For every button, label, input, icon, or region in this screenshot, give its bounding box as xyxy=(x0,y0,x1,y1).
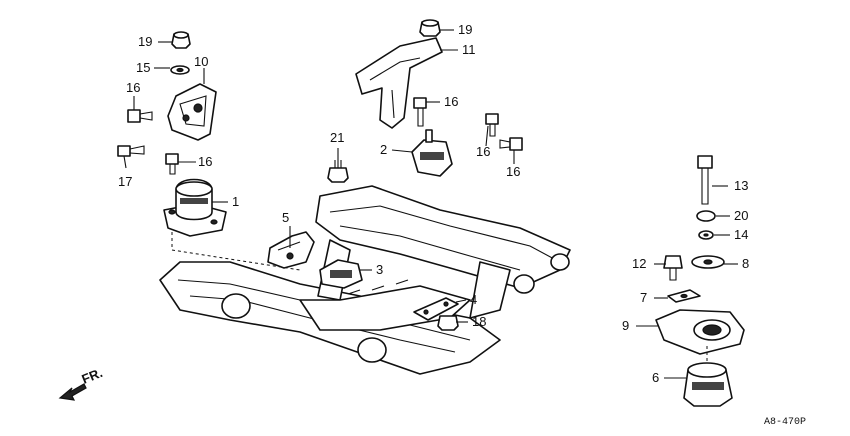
callout-16-center: 16 xyxy=(444,94,458,109)
bushing-part-8 xyxy=(691,255,725,269)
front-mount-rubber-part-1 xyxy=(163,178,227,237)
callout-18: 18 xyxy=(472,314,486,329)
callout-2: 2 xyxy=(380,142,387,157)
callout-6: 6 xyxy=(652,370,659,385)
flange-nut-part-18 xyxy=(437,315,459,331)
mount-part-3 xyxy=(319,259,363,289)
callout-16-right-b: 16 xyxy=(506,164,520,179)
washer-part-14 xyxy=(698,230,714,240)
callout-15: 15 xyxy=(136,60,150,75)
callout-4: 4 xyxy=(470,292,477,307)
bolt-part-21 xyxy=(327,160,349,183)
callout-19-right: 19 xyxy=(458,22,472,37)
plate-part-7 xyxy=(667,289,701,303)
callout-1: 1 xyxy=(232,194,239,209)
callout-7: 7 xyxy=(640,290,647,305)
callout-11: 11 xyxy=(462,42,476,57)
callout-8: 8 xyxy=(742,256,749,271)
bolt-part-16-right-b xyxy=(499,137,523,151)
front-direction-label: FR. xyxy=(80,365,105,387)
callout-21: 21 xyxy=(330,130,344,145)
bolt-part-12 xyxy=(663,255,683,281)
front-mount-bracket-part-10 xyxy=(167,83,217,141)
callout-16-right-a: 16 xyxy=(476,144,490,159)
rear-mount-rubber-part-2 xyxy=(411,129,453,177)
callout-9: 9 xyxy=(622,318,629,333)
flange-nut-part-19-right xyxy=(419,19,441,37)
front-direction-arrow-icon xyxy=(58,383,87,401)
callout-labels: 1 10 19 15 16 17 16 19 11 16 2 16 16 21 … xyxy=(118,22,749,385)
callout-5: 5 xyxy=(282,210,289,225)
diagram-reference-code: A8-470P xyxy=(764,417,806,428)
callout-20: 20 xyxy=(734,208,748,223)
bolt-part-16-right-a xyxy=(485,113,499,137)
bolt-part-16-left-upper xyxy=(127,109,153,123)
callout-10: 10 xyxy=(194,54,208,69)
bracket-part-5 xyxy=(267,231,315,269)
callout-12: 12 xyxy=(632,256,646,271)
plate-part-4 xyxy=(413,297,459,321)
washer-part-15 xyxy=(170,65,190,75)
callout-14: 14 xyxy=(734,227,748,242)
bolt-part-16-left-lower xyxy=(165,153,179,175)
mount-bracket-part-9 xyxy=(655,309,745,355)
callout-19-left: 19 xyxy=(138,34,152,49)
long-bolt-part-13 xyxy=(697,155,713,205)
callout-16-left-lower: 16 xyxy=(198,154,212,169)
callout-3: 3 xyxy=(376,262,383,277)
mount-rubber-part-6 xyxy=(683,346,733,407)
callout-16-left-upper: 16 xyxy=(126,80,140,95)
washer-part-20 xyxy=(696,210,716,222)
bolt-part-17 xyxy=(117,145,145,157)
callout-17: 17 xyxy=(118,174,132,189)
leader-lines xyxy=(123,29,738,379)
bolt-part-16-center xyxy=(413,97,427,127)
flange-nut-part-19-left xyxy=(171,31,191,49)
upper-mount-bracket-part-11 xyxy=(355,37,443,129)
callout-13: 13 xyxy=(734,178,748,193)
